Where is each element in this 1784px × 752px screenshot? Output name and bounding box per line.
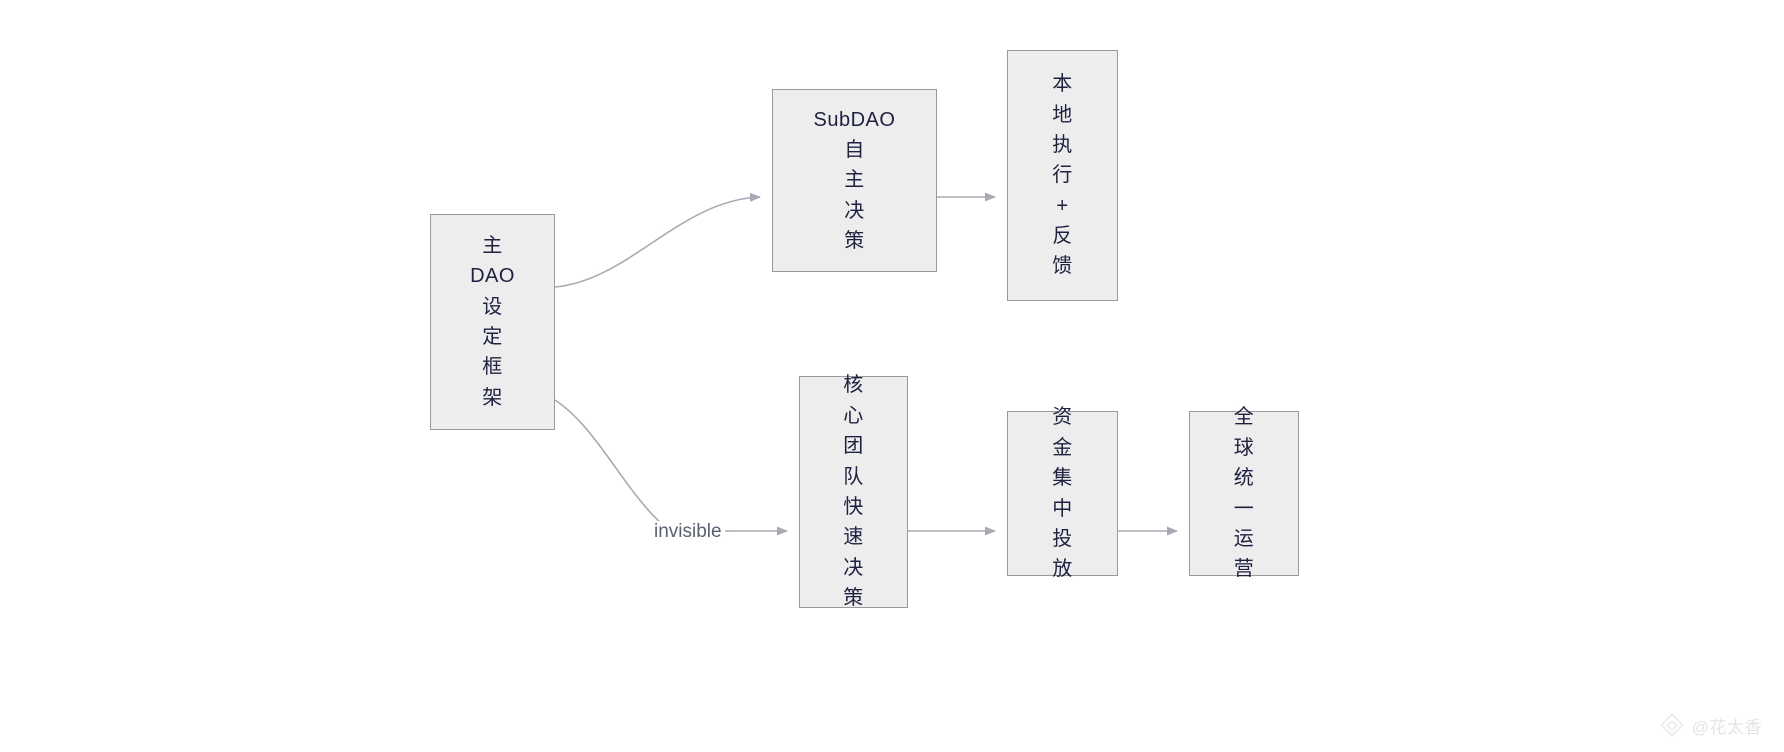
node-local-execution-label: 本 地 执 行 + 反 馈 xyxy=(1052,73,1073,278)
node-funds-allocation-label: 资 金 集 中 投 放 xyxy=(1052,406,1073,581)
watermark: @花太香 xyxy=(1659,712,1762,738)
node-main-dao-label: 主 DAO 设 定 框 架 xyxy=(470,234,515,409)
watermark-handle: @花太香 xyxy=(1691,717,1762,737)
node-global-operations[interactable]: 全 球 统 一 运 营 xyxy=(1189,406,1299,580)
edge-label-invisible: invisible xyxy=(651,521,725,543)
node-core-team-label: 核 心 团 队 快 速 决 策 xyxy=(843,374,864,610)
node-subdao[interactable]: SubDAO 自 主 决 策 xyxy=(772,89,937,272)
node-subdao-label: SubDAO 自 主 决 策 xyxy=(813,108,896,253)
edge-main-to-subdao xyxy=(554,192,761,288)
edge-main-to-core xyxy=(554,399,788,536)
node-global-operations-label: 全 球 统 一 运 营 xyxy=(1233,406,1255,581)
diamond-logo-icon xyxy=(1659,712,1685,738)
node-core-team[interactable]: 核 心 团 队 快 速 决 策 xyxy=(799,374,908,609)
node-local-execution[interactable]: 本 地 执 行 + 反 馈 xyxy=(1007,50,1118,301)
node-funds-allocation[interactable]: 资 金 集 中 投 放 xyxy=(1007,406,1118,580)
node-main-dao[interactable]: 主 DAO 设 定 框 架 xyxy=(430,214,555,430)
